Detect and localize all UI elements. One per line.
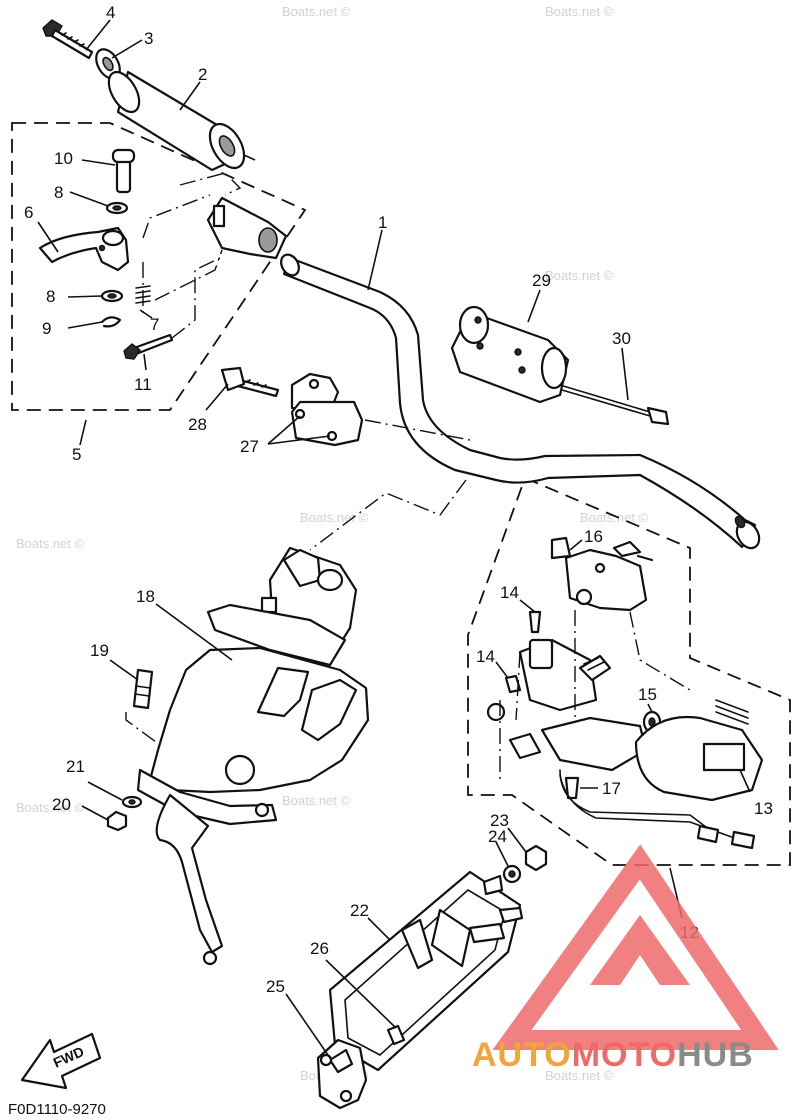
- watermark-text: Boats.net ©: [282, 793, 351, 808]
- callout-25: 25: [266, 977, 285, 996]
- callout-19: 19: [90, 641, 109, 660]
- callout-20: 20: [52, 795, 71, 814]
- callout-13: 13: [754, 799, 773, 818]
- diagram-code: F0D1110-9270: [8, 1101, 106, 1118]
- callout-10: 10: [54, 149, 73, 168]
- washer-part-21: [121, 795, 143, 809]
- clamp-bolt-part-28: [220, 366, 280, 398]
- handlebar-cover-part-29: [450, 305, 570, 404]
- callout-17: 17: [602, 779, 621, 798]
- callout-26: 26: [310, 939, 329, 958]
- steering-column-part-18: [136, 479, 467, 966]
- callout-numbers: 4 3 2 1 10 8 6 8 9 7 11 5 28 27 29 30 18…: [24, 3, 773, 996]
- watermark-text: Boats.net ©: [300, 510, 369, 525]
- callout-16: 16: [584, 527, 603, 546]
- cable-tie-part-30: [559, 384, 670, 426]
- callout-23: 23: [490, 811, 509, 830]
- watermark-text: Boats.net ©: [545, 4, 614, 19]
- callout-4: 4: [106, 3, 115, 22]
- handlebar-holder-part-27: [290, 372, 471, 447]
- automotohub-logo: AUTOMOTOHUB: [472, 844, 779, 1074]
- callout-30: 30: [612, 329, 631, 348]
- watermark-text: Boats.net ©: [16, 800, 85, 815]
- callout-27: 27: [240, 437, 259, 456]
- callout-2: 2: [198, 65, 207, 84]
- bracket-part-25: [316, 1038, 368, 1110]
- logo-triangle: [492, 844, 779, 1050]
- callout-1: 1: [378, 213, 387, 232]
- callout-5: 5: [72, 445, 81, 464]
- switch-assembly-group-12: [486, 536, 764, 850]
- washer-part-24: [502, 864, 522, 884]
- callout-11: 11: [134, 375, 152, 394]
- logo-word-hub: HUB: [677, 1036, 754, 1074]
- callout-18: 18: [136, 587, 155, 606]
- callout-22: 22: [350, 901, 369, 920]
- watermark-text: Boats.net ©: [282, 4, 351, 19]
- watermark-text: Boats.net ©: [545, 1068, 614, 1083]
- callout-29: 29: [532, 271, 551, 290]
- callout-14-top: 14: [500, 583, 519, 602]
- lever-assembly-group-5: [38, 148, 288, 360]
- callout-3: 3: [144, 29, 153, 48]
- nut-part-23: [524, 844, 548, 872]
- callout-9: 9: [42, 319, 51, 338]
- callout-8-bottom: 8: [46, 287, 55, 306]
- logo-wordmark: AUTOMOTOHUB: [472, 1036, 754, 1074]
- watermark-text: Boats.net ©: [16, 536, 85, 551]
- callout-21: 21: [66, 757, 85, 776]
- bolt-part-4: [42, 19, 94, 60]
- logo-inner-mark: [590, 915, 690, 985]
- bolt-part-19: [125, 668, 161, 746]
- group-box-12: [467, 476, 791, 866]
- callout-14-bottom: 14: [476, 647, 495, 666]
- callout-7: 7: [150, 315, 159, 334]
- grip-part-2: [107, 70, 256, 172]
- logo-word-moto: MOTO: [572, 1036, 677, 1074]
- watermark-text: Boats.net ©: [580, 510, 649, 525]
- callout-6: 6: [24, 203, 33, 222]
- callout-24: 24: [488, 827, 507, 846]
- watermark-text: Boats.net ©: [545, 268, 614, 283]
- callout-8-top: 8: [54, 183, 63, 202]
- group-box-5: [11, 122, 307, 411]
- fwd-arrow: FWD: [20, 1032, 102, 1090]
- logo-word-auto: AUTO: [472, 1036, 572, 1074]
- callout-15: 15: [638, 685, 657, 704]
- callout-28: 28: [188, 415, 207, 434]
- leader-lines: [37, 19, 751, 1059]
- nut-part-20: [106, 810, 128, 832]
